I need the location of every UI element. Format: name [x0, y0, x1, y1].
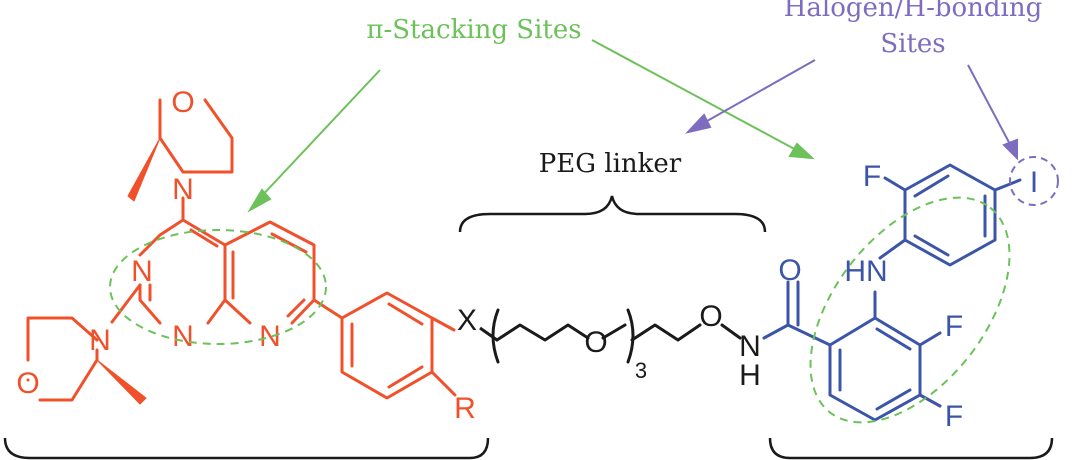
- left-fragment-brace: [3, 437, 490, 460]
- halogen-arrow-right-line: [967, 64, 1013, 149]
- atom-hn: HN: [844, 255, 887, 288]
- left-morpholine-ring: [26, 283, 142, 402]
- atom-f-mid: F: [945, 310, 963, 343]
- atom-f-top: F: [863, 160, 881, 193]
- x-to-peg-bond: [479, 326, 498, 342]
- upper-benzene-double-1: [913, 174, 950, 198]
- left-atom-labels: O N N N N N O R: [16, 86, 476, 425]
- halogen-arrow-left-head: [685, 113, 712, 134]
- halogen-circle: [1009, 156, 1059, 206]
- lower-benzene-double-3: [875, 388, 912, 411]
- peg-linker-label: PEG linker: [539, 149, 682, 179]
- atom-o-peg: O: [584, 326, 607, 359]
- pi-arrow-right-line: [591, 39, 801, 153]
- x-bond: [430, 316, 456, 332]
- atom-n-top-morpholine: N: [172, 173, 194, 206]
- atom-o-link: O: [699, 300, 722, 333]
- pyridine-double-3: [286, 298, 306, 318]
- atom-iodine: I: [1030, 166, 1038, 199]
- biaryl-bond: [312, 298, 344, 320]
- f-mid-bond: [918, 331, 942, 347]
- peg-chain: [491, 308, 742, 364]
- pi-arrow-right-head: [788, 142, 815, 160]
- top-morpholine-ring: [158, 98, 234, 174]
- f-bottom-bond: [918, 393, 942, 408]
- halogen-arrows: [685, 59, 1018, 161]
- f-top-bond: [883, 176, 907, 192]
- upper-benzene-ring: [903, 163, 997, 267]
- pi-stacking-ellipse-right: [809, 196, 1011, 424]
- linker-atom-labels: X O 3 O N H: [457, 300, 761, 392]
- o-n-bond: [720, 323, 742, 340]
- atom-n-pyrimidine-left: N: [131, 255, 153, 288]
- pi-stacking-arrows: [247, 39, 815, 213]
- atom-o-carbonyl: O: [778, 254, 801, 287]
- left-methyl-wedge: [96, 359, 147, 405]
- atom-o-top-morpholine: O: [171, 86, 194, 119]
- nh-bond-upper: [878, 238, 907, 260]
- pyrimidine-ring: [138, 218, 227, 325]
- atom-h-amide: H: [739, 359, 761, 392]
- halogen-label-line2: Sites: [880, 29, 945, 59]
- atom-n-left-morpholine: N: [89, 324, 111, 357]
- atom-o-left-morpholine: O: [16, 367, 39, 400]
- r-bond: [430, 370, 457, 397]
- left-fragment: [26, 98, 457, 405]
- right-atom-labels: O HN F I F F: [778, 160, 1038, 433]
- peg-repeat-chain-2: [601, 323, 627, 340]
- top-methyl-wedge: [127, 137, 161, 202]
- pi-arrow-left-line: [257, 69, 381, 201]
- atom-r: R: [454, 392, 476, 425]
- ethylene-oxy-chain: [630, 323, 702, 342]
- right-fragment: [762, 163, 1022, 422]
- atom-n-pyridine: N: [259, 320, 281, 353]
- iodine-bond: [993, 178, 1022, 192]
- lower-benzene-double-2: [875, 327, 912, 351]
- right-fragment-brace: [768, 437, 1054, 460]
- atom-f-bottom: F: [945, 400, 963, 433]
- pi-arrow-left-head: [247, 188, 272, 213]
- pyridine-ring: [223, 220, 316, 325]
- atom-x: X: [457, 304, 477, 337]
- lower-benzene-ring: [828, 316, 922, 422]
- halogen-arrow-right-head: [1002, 138, 1018, 161]
- pi-stacking-label: π-Stacking Sites: [366, 15, 581, 45]
- peg-linker-brace: [458, 195, 767, 233]
- phenyl-double-3: [387, 365, 424, 389]
- carbonyl-ring-bond: [786, 323, 832, 347]
- amide-n-c-bond: [762, 323, 790, 340]
- halogen-arrow-left-line: [699, 59, 816, 126]
- upper-benzene-double-3: [913, 234, 950, 257]
- peg-repeat-count: 3: [635, 358, 647, 383]
- peg-bracket-close: [626, 308, 635, 364]
- pi-stacking-ellipse-left: [109, 229, 327, 345]
- atom-n-amide: N: [739, 330, 761, 363]
- peg-repeat-chain: [495, 323, 590, 342]
- pyrimidine-double-1: [189, 228, 219, 248]
- phenyl-double-2: [387, 302, 424, 326]
- halogen-label-line1: Halogen/H-bonding: [784, 0, 1043, 23]
- atom-n-pyrimidine-bottom: N: [172, 320, 194, 353]
- phenyl-ring: [340, 291, 434, 400]
